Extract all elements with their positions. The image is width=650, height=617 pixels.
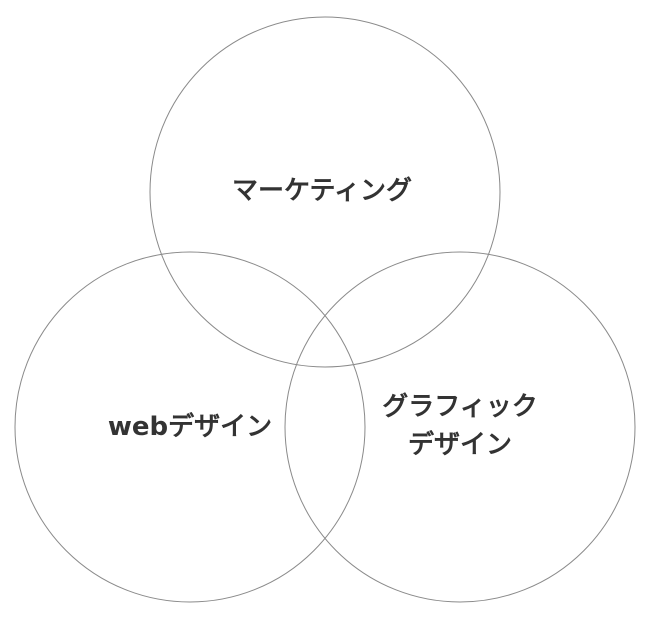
graphic-design-label-line-1: グラフィック xyxy=(382,392,538,422)
marketing-label: マーケティング xyxy=(232,172,412,210)
web-design-label: webデザイン xyxy=(108,408,272,446)
graphic-design-label: グラフィック デザイン xyxy=(382,388,537,464)
web-design-label-line: webデザイン xyxy=(107,412,273,442)
web-design-circle xyxy=(14,251,366,603)
marketing-circle xyxy=(149,16,501,368)
graphic-design-label-line-2: デザイン xyxy=(407,430,513,460)
marketing-label-line: マーケティング xyxy=(232,176,412,206)
graphic-design-circle xyxy=(284,251,636,603)
